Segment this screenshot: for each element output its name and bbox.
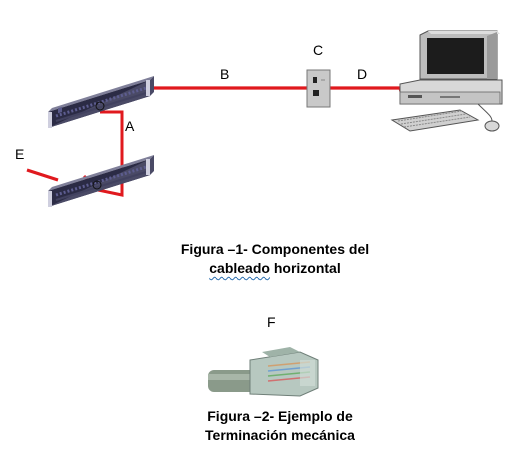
rj45-connector xyxy=(208,347,319,397)
wall-outlet xyxy=(306,69,331,108)
cable-d xyxy=(330,86,405,99)
patch-panel-bottom xyxy=(48,155,154,207)
figure1-caption: Figura –1- Componentes del cableado hori… xyxy=(150,240,400,278)
figure2-caption: Figura –2- Ejemplo de Terminación mecáni… xyxy=(150,407,410,445)
figure1-caption-line1: Figura –1- Componentes del xyxy=(180,241,370,257)
label-d: D xyxy=(357,66,368,82)
cable-e xyxy=(26,168,59,182)
label-f: F xyxy=(267,314,276,330)
figure1-caption-rest: horizontal xyxy=(269,260,341,276)
figure2-caption-line2: Terminación mecánica xyxy=(205,427,355,443)
label-b: B xyxy=(220,66,230,82)
label-a: A xyxy=(125,118,135,134)
label-c: C xyxy=(313,42,324,58)
label-e: E xyxy=(15,146,25,162)
desktop-computer xyxy=(390,30,503,132)
figure1-caption-word: cableado xyxy=(209,260,270,276)
patch-panel-ports xyxy=(58,107,62,114)
figure1-caption-line2: cableado horizontal xyxy=(150,259,400,278)
patch-panel-top xyxy=(48,76,154,128)
figure2-caption-line1: Figura –2- Ejemplo de xyxy=(207,408,353,424)
